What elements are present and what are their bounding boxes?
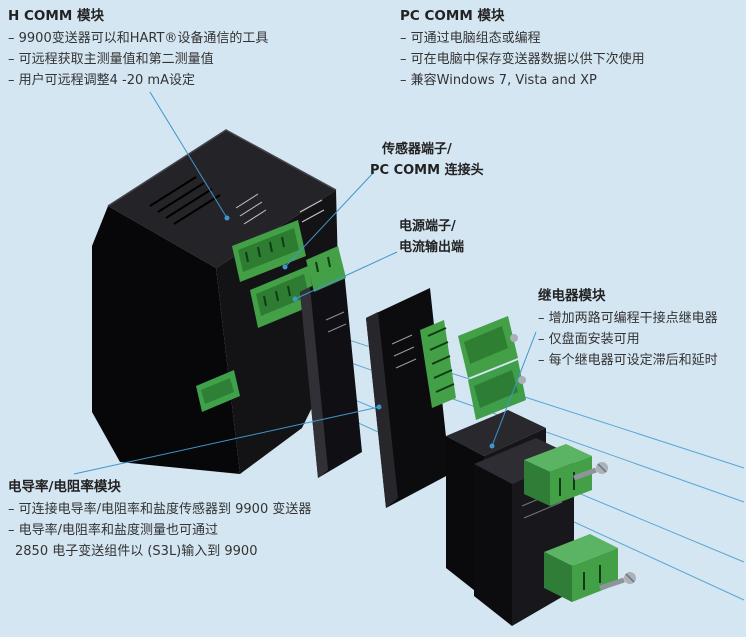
conductivity-point-2-continued: 2850 电子变送组件以 (S3L)输入到 9900	[15, 543, 258, 559]
power-terminal-line-1: 电源端子/	[399, 219, 456, 234]
relay-connector-block	[458, 316, 526, 420]
pc-comm-point-2: – 可在电脑中保存变送器数据以供下次使用	[400, 51, 645, 67]
power-terminal-connector	[250, 266, 316, 328]
annotation-conductivity-module: 电导率/电阻率模块 – 可连接电导率/电阻率和盐度传感器到 9900 变送器 –…	[8, 477, 311, 562]
relay-point-3: – 每个继电器可设定滞后和延时	[538, 352, 718, 368]
relay-title: 继电器模块	[538, 288, 606, 304]
annotation-h-comm-module: H COMM 模块 – 9900变送器可以和HART®设备通信的工具 – 可远程…	[8, 6, 268, 91]
pc-comm-point-1: – 可通过电脑组态或编程	[400, 30, 541, 46]
label-sensor-terminal: 传感器端子/ PC COMM 连接头	[370, 139, 484, 181]
conductivity-card-terminal	[420, 320, 456, 408]
mounting-screw-2	[599, 572, 636, 591]
pc-comm-point-3: – 兼容Windows 7, Vista and XP	[400, 72, 597, 88]
sensor-terminal-line-1: 传感器端子/	[382, 142, 452, 157]
h-comm-point-2: – 可远程获取主测量值和第二测量值	[8, 51, 214, 67]
sensor-terminal-connector	[232, 220, 306, 282]
h-comm-title: H COMM 模块	[8, 8, 104, 24]
h-comm-point-3: – 用户可远程调整4 -20 mA设定	[8, 72, 195, 88]
annotation-pc-comm-module: PC COMM 模块 – 可通过电脑组态或编程 – 可在电脑中保存变送器数据以供…	[400, 6, 645, 91]
mounting-screw-1	[573, 462, 608, 481]
conductivity-point-1: – 可连接电导率/电阻率和盐度传感器到 9900 变送器	[8, 501, 312, 517]
sensor-terminal-line-2: PC COMM 连接头	[370, 163, 484, 179]
conductivity-leader	[73, 406, 380, 475]
conductivity-point-2: – 电导率/电阻率和盐度测量也可通过	[8, 522, 219, 538]
sensor-terminal-leader	[284, 171, 375, 268]
conductivity-title: 电导率/电阻率模块	[8, 479, 121, 495]
h-comm-leader	[149, 91, 228, 219]
leader-dots	[224, 215, 495, 449]
relay-terminal-block-1	[524, 444, 592, 506]
relay-terminal-block-2	[544, 534, 618, 602]
output-terminal-connector	[196, 370, 240, 412]
power-terminal-line-2: 电流输出端	[399, 240, 465, 256]
vent-slots	[149, 176, 221, 225]
leader-lines	[73, 91, 537, 475]
module-label-marks	[235, 193, 325, 225]
power-terminal-leader	[294, 251, 398, 300]
relay-point-1: – 增加两路可编程干接点继电器	[538, 310, 718, 326]
h-comm-point-1: – 9900变送器可以和HART®设备通信的工具	[8, 30, 269, 46]
annotation-relay-module: 继电器模块 – 增加两路可编程干接点继电器 – 仅盘面安装可用 – 每个继电器可…	[538, 286, 718, 371]
pc-comm-title: PC COMM 模块	[400, 8, 505, 24]
relay-leader	[491, 331, 537, 447]
relay-point-2: – 仅盘面安装可用	[538, 331, 640, 347]
conductivity-card	[366, 288, 456, 508]
label-power-terminal: 电源端子/ 电流输出端	[399, 216, 464, 258]
